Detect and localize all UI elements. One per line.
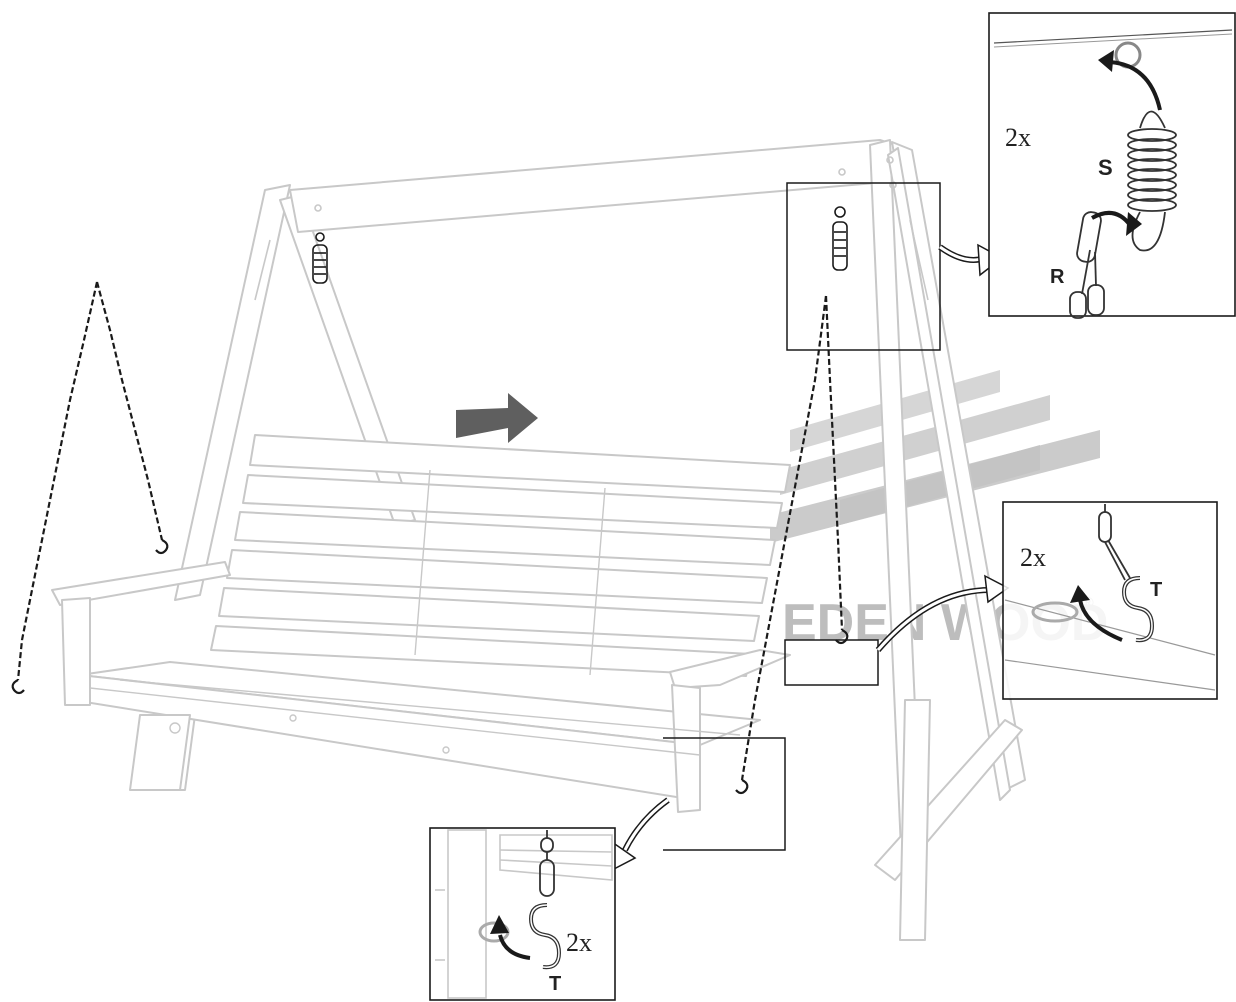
frame-bolt-hole — [889, 181, 897, 189]
left-armrest — [51, 561, 231, 606]
bench-bolt — [169, 722, 181, 734]
frame-details — [254, 156, 929, 301]
move-direction-arrow-icon — [456, 393, 538, 443]
chain-s-hook-icon — [11, 679, 25, 695]
watermark-stripe — [780, 395, 1050, 495]
bench-bolt — [289, 714, 297, 722]
hook-label: T — [1150, 579, 1162, 601]
backrest-slat — [210, 625, 752, 677]
backrest-slat — [234, 511, 776, 566]
attach-arrow-icon — [1078, 599, 1123, 642]
seat-slat-line — [89, 687, 701, 756]
frame-slot-line — [909, 219, 929, 301]
frame-bolt-hole — [314, 204, 322, 212]
spring-label: S — [1098, 155, 1113, 180]
swing-bench — [51, 434, 791, 813]
chain-s-hook-icon — [155, 539, 169, 555]
chain-rear-strand — [824, 295, 844, 631]
frame-left-front-leg — [174, 184, 291, 601]
frame-right-front-leg-side — [887, 147, 1011, 801]
beam-edge — [993, 33, 1233, 48]
bench-details — [89, 469, 741, 756]
left-spring-icon — [312, 232, 328, 284]
detail-panel-border — [1002, 501, 1218, 700]
frame-bolt-hole — [838, 168, 846, 176]
detail-count: 2x — [566, 928, 592, 957]
chain-s-hook-icon — [735, 779, 749, 795]
callout-frame-spring — [786, 182, 941, 351]
chain-link-icon — [1098, 504, 1131, 581]
backrest-post-line — [589, 487, 606, 676]
frame-left-rear-leg — [279, 194, 416, 526]
bench-support — [129, 714, 191, 791]
detail-panel-hook-seat: 2x T — [429, 827, 616, 1001]
backrest-post-line — [414, 469, 431, 656]
chain-link-icon — [1069, 211, 1105, 319]
attach-arrow-icon — [498, 934, 531, 960]
callout-arrows — [611, 243, 1010, 872]
callout-frame-hook — [784, 639, 879, 686]
seat-slats — [499, 834, 613, 881]
bench-bolt — [442, 746, 450, 754]
detail-panel-spring: 2x S R — [988, 12, 1236, 319]
seat-slat-line — [119, 679, 741, 736]
frame-right-leg-bottom — [899, 699, 931, 941]
callout-frame-seat-hook — [663, 737, 786, 851]
hook-label: T — [549, 973, 561, 995]
chain-link-icon — [539, 830, 555, 897]
frame-slot-line — [254, 239, 271, 301]
callout-arrow-seat-icon — [622, 797, 670, 852]
eye-bolt-icon — [834, 206, 846, 218]
backrest-slat — [249, 434, 791, 493]
detail-count: 2x — [1020, 543, 1046, 572]
detail-count: 2x — [1005, 123, 1031, 152]
attach-arrow-icon — [1109, 60, 1162, 111]
spring-coil — [832, 221, 848, 271]
frame-top-beam — [289, 139, 911, 233]
eye-bolt-icon — [1031, 601, 1079, 623]
detail-panel-hook-frame: 2x T — [1002, 501, 1218, 700]
loose-chain — [11, 281, 169, 695]
chain-left-strand — [16, 281, 99, 681]
right-spring-icon — [832, 206, 848, 271]
chain-front-strand — [740, 295, 828, 781]
chain-right-strand — [95, 281, 164, 541]
left-arm-post — [61, 597, 91, 706]
right-arm-post — [671, 684, 701, 813]
beam-edge — [993, 29, 1233, 44]
chain-label: R — [1050, 266, 1065, 288]
backrest-slat — [218, 587, 760, 642]
frame-bolt-hole — [886, 156, 894, 164]
backrest-slat — [226, 549, 768, 604]
spring-coil — [312, 244, 328, 284]
eye-bolt-icon — [315, 232, 325, 242]
arm-post — [447, 829, 487, 999]
